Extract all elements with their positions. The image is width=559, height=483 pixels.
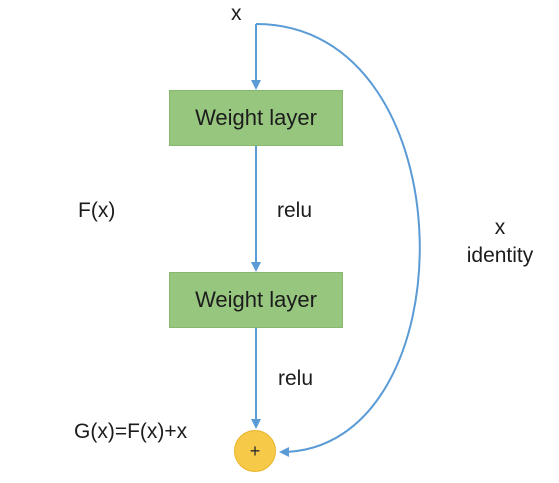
activation-label-2: relu [278,367,314,390]
activation-label-1: relu [277,199,313,222]
sum-node: + [234,430,276,472]
identity-x-label: x [494,216,506,239]
identity-label: identity [466,244,534,267]
residual-function-label: F(x) [78,199,116,222]
input-label: x [231,2,242,25]
output-equation-label: G(x)=F(x)+x [74,420,188,443]
identity-label-group: x identity [452,214,548,270]
identity-shortcut-arrow [255,23,421,457]
weight-layer-2: Weight layer [169,272,343,328]
weight-layer-1: Weight layer [169,90,343,146]
